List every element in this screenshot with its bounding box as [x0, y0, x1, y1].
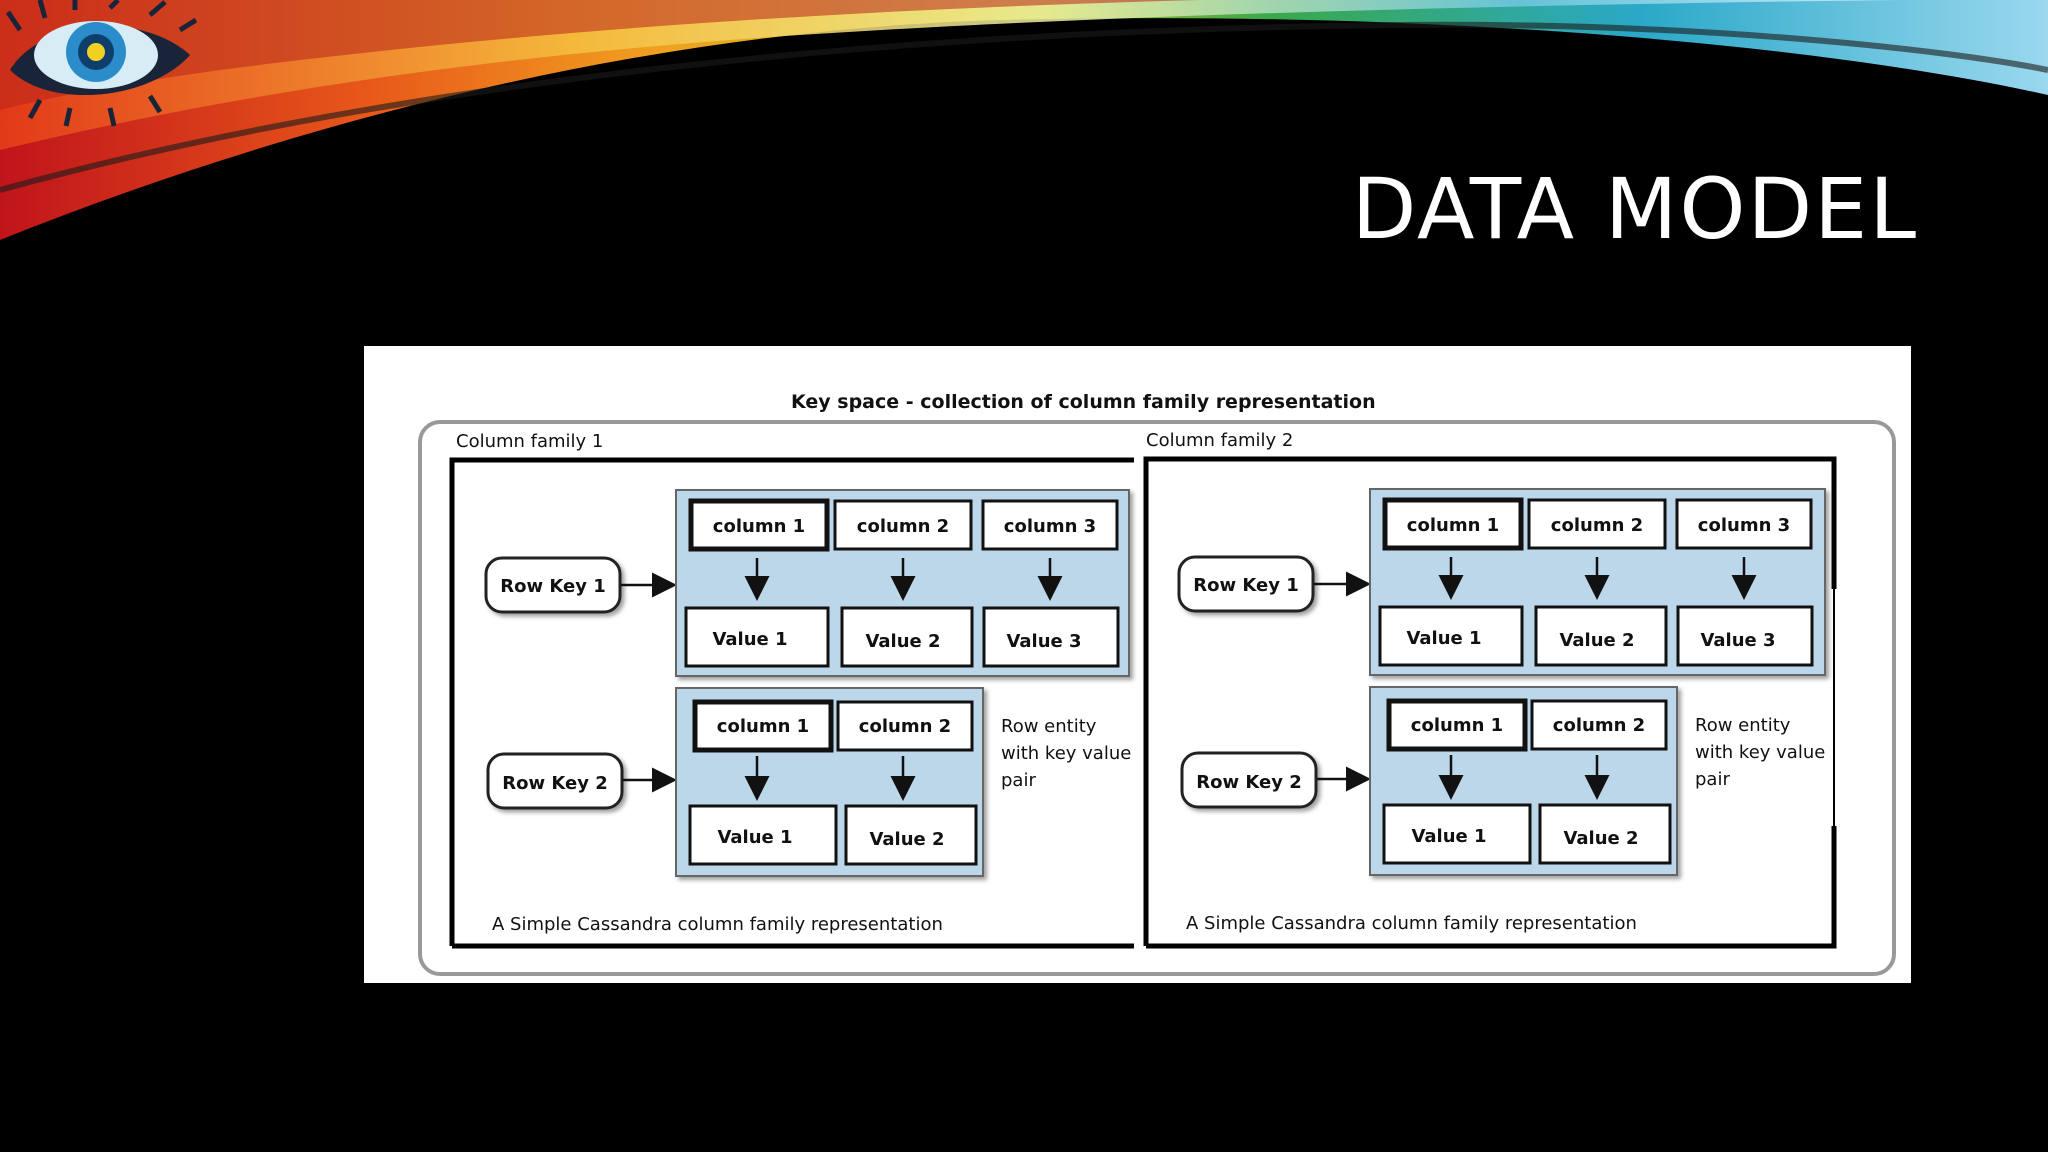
value-label: Value 3 — [1700, 630, 1775, 651]
column-box — [981, 499, 1119, 551]
data-model-diagram: Key space - collection of column family … — [364, 346, 1911, 983]
column-family-label: Column family 1 — [456, 431, 603, 452]
column-box — [1386, 698, 1528, 752]
value-label: Value 1 — [1411, 826, 1486, 847]
value-box — [844, 804, 978, 866]
header-swoosh — [0, 0, 2048, 240]
value-label: Value 3 — [1006, 631, 1081, 652]
value-box — [1534, 605, 1668, 667]
slide-title: DATA MODEL — [1351, 160, 1918, 258]
row-key-label: Row Key 2 — [502, 773, 608, 794]
row-entity-note: pair — [1695, 769, 1730, 790]
value-box — [840, 606, 974, 668]
column-box — [1382, 497, 1524, 551]
value-label: Value 1 — [1406, 628, 1481, 649]
value-label: Value 2 — [1563, 828, 1638, 849]
row-entity-note: with key value — [1001, 743, 1131, 764]
column-box — [1530, 699, 1668, 751]
value-box — [688, 804, 838, 866]
row-entity-note: pair — [1001, 770, 1036, 791]
row-key-label: Row Key 1 — [1193, 575, 1299, 596]
value-box — [1676, 605, 1814, 667]
column-label: column 1 — [717, 716, 809, 737]
row-key-label: Row Key 1 — [500, 576, 606, 597]
value-box — [1538, 803, 1672, 865]
column-family-2: Column family 2 Row Key 1 column 1 colum… — [1143, 430, 1837, 949]
column-box — [692, 699, 834, 753]
value-label: Value 1 — [712, 629, 787, 650]
value-box — [982, 606, 1120, 668]
value-box — [684, 606, 830, 668]
row-key-box — [486, 752, 624, 810]
row-key-box — [484, 556, 622, 614]
row-entity-note: with key value — [1695, 742, 1825, 763]
column-label: column 2 — [859, 716, 951, 737]
column-box — [1527, 498, 1667, 550]
column-family-label: Column family 2 — [1146, 430, 1293, 451]
column-label: column 2 — [1553, 715, 1645, 736]
column-label: column 3 — [1698, 515, 1790, 536]
column-family-1: Column family 1 Row Key 1 column 1 colum… — [449, 431, 1134, 949]
keyspace-label: Key space - collection of column family … — [791, 391, 1376, 413]
column-label: column 1 — [1407, 515, 1499, 536]
keyspace-frame — [418, 420, 1896, 976]
family-caption: A Simple Cassandra column family represe… — [1186, 913, 1637, 934]
column-label: column 1 — [713, 516, 805, 537]
value-label: Value 2 — [869, 829, 944, 850]
row-entity-note: Row entity — [1001, 716, 1097, 737]
column-box — [833, 499, 973, 551]
eye-logo-icon — [5, 0, 198, 127]
row-key-label: Row Key 2 — [1196, 772, 1302, 793]
row-key-box — [1177, 555, 1315, 613]
column-box — [688, 498, 830, 552]
value-box — [1378, 605, 1524, 667]
row-entity-note: Row entity — [1695, 715, 1791, 736]
value-label: Value 1 — [717, 827, 792, 848]
column-label: column 1 — [1411, 715, 1503, 736]
column-box — [1675, 498, 1813, 550]
family-caption: A Simple Cassandra column family represe… — [492, 914, 943, 935]
value-label: Value 2 — [865, 631, 940, 652]
column-box — [836, 700, 974, 752]
value-box — [1382, 803, 1532, 865]
column-label: column 3 — [1004, 516, 1096, 537]
column-label: column 2 — [857, 516, 949, 537]
value-label: Value 2 — [1559, 630, 1634, 651]
column-label: column 2 — [1551, 515, 1643, 536]
row-key-box — [1180, 751, 1318, 809]
